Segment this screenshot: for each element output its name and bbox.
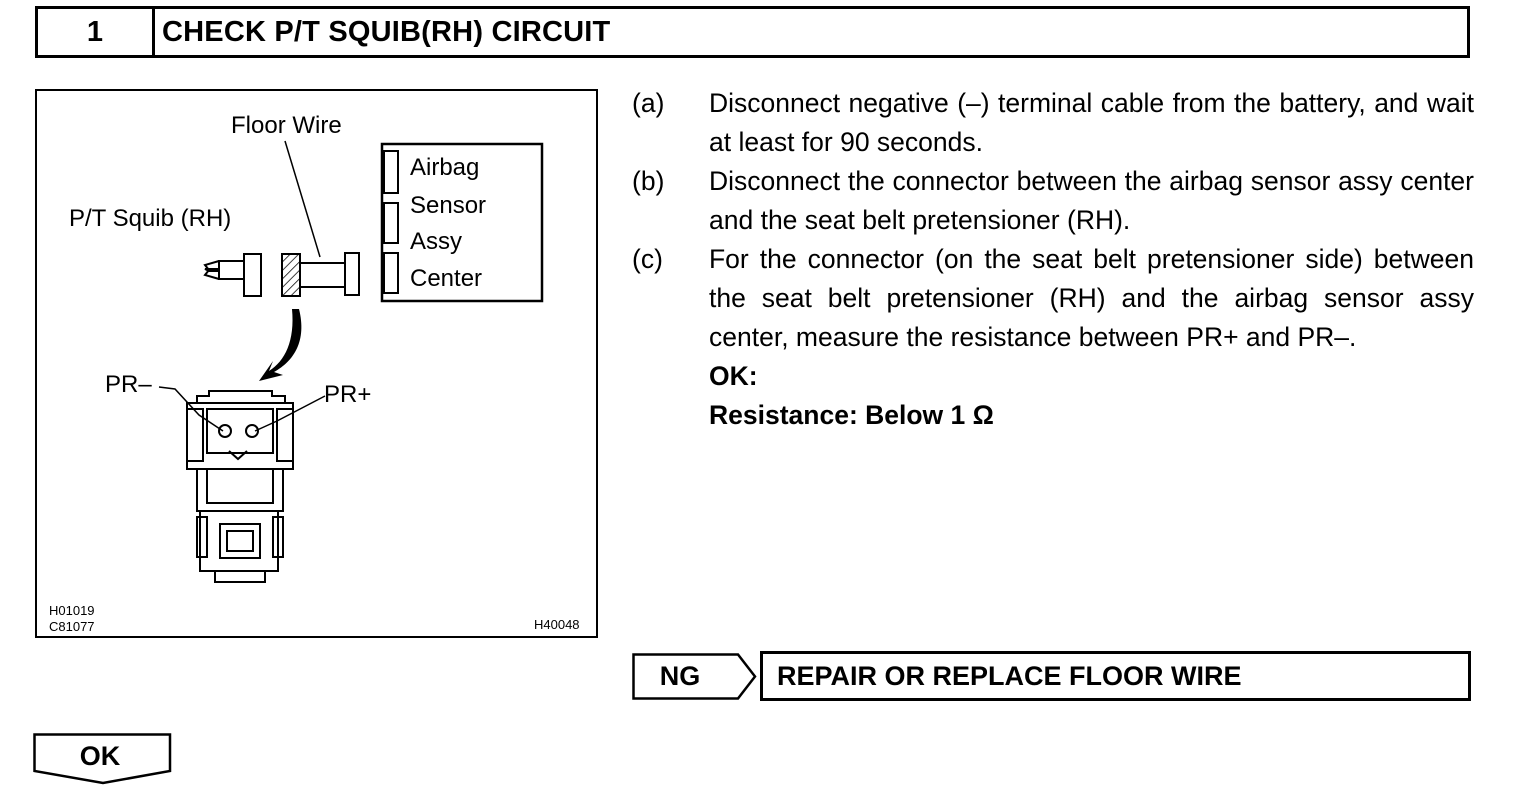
connector-illustration: Floor Wire P/T Squib (RH) Airbag Sensor … bbox=[35, 89, 598, 638]
airbag-sensor-box bbox=[380, 142, 544, 303]
step-text: Disconnect the connector between the air… bbox=[709, 166, 1474, 235]
ok-arrow-shape bbox=[33, 733, 172, 785]
spec-resistance: Resistance: Below 1 Ω bbox=[709, 400, 994, 430]
pr-plus-leader bbox=[254, 395, 326, 432]
ng-action-text: REPAIR OR REPLACE FLOOR WIRE bbox=[777, 660, 1242, 691]
spec-ok-label: OK: bbox=[709, 361, 758, 391]
center-label: Center bbox=[410, 265, 483, 292]
direction-arrow bbox=[259, 309, 302, 381]
step-letter: (b) bbox=[632, 166, 665, 196]
ng-action-box: REPAIR OR REPLACE FLOOR WIRE bbox=[760, 651, 1471, 701]
floor-wire-connector bbox=[281, 252, 360, 297]
ng-label: NG bbox=[659, 661, 701, 691]
connector-diagram bbox=[158, 140, 544, 583]
instruction-step: (b) Disconnect the connector between the… bbox=[632, 162, 1474, 240]
squib-connector bbox=[203, 253, 262, 297]
instruction-list: (a) Disconnect negative (–) terminal cab… bbox=[632, 84, 1474, 435]
floor-wire-label: Floor Wire bbox=[231, 112, 342, 139]
ng-result-tag: NG bbox=[632, 653, 757, 700]
step-number: 1 bbox=[38, 9, 155, 55]
ng-arrow-shape bbox=[632, 653, 757, 700]
step-text: For the connector (on the seat belt pret… bbox=[709, 244, 1474, 352]
instruction-step: (a) Disconnect negative (–) terminal cab… bbox=[632, 84, 1474, 162]
sensor-label: Sensor bbox=[410, 192, 487, 219]
pr-minus-label: PR– bbox=[105, 371, 152, 398]
figure-code-right: H40048 bbox=[534, 617, 580, 632]
step-header: 1 CHECK P/T SQUIB(RH) CIRCUIT bbox=[35, 6, 1470, 58]
ok-label: OK bbox=[79, 740, 121, 771]
pt-squib-label: P/T Squib (RH) bbox=[69, 205, 232, 232]
instruction-step: (c) For the connector (on the seat belt … bbox=[632, 240, 1474, 357]
step-letter: (a) bbox=[632, 88, 665, 118]
connector-front-view bbox=[186, 390, 294, 583]
step-text: Disconnect negative (–) terminal cable f… bbox=[709, 88, 1474, 157]
floor-wire-leader bbox=[284, 140, 321, 258]
pr-minus-leader bbox=[158, 386, 224, 432]
figure-code-left-top: H01019 bbox=[49, 603, 95, 618]
pr-plus-label: PR+ bbox=[324, 381, 372, 408]
ok-result-tag: OK bbox=[33, 733, 173, 785]
step-letter: (c) bbox=[632, 244, 663, 274]
step-title: CHECK P/T SQUIB(RH) CIRCUIT bbox=[162, 15, 611, 48]
airbag-label: Airbag bbox=[410, 154, 480, 181]
figure-code-left-bottom: C81077 bbox=[49, 619, 95, 634]
assy-label: Assy bbox=[410, 228, 463, 255]
